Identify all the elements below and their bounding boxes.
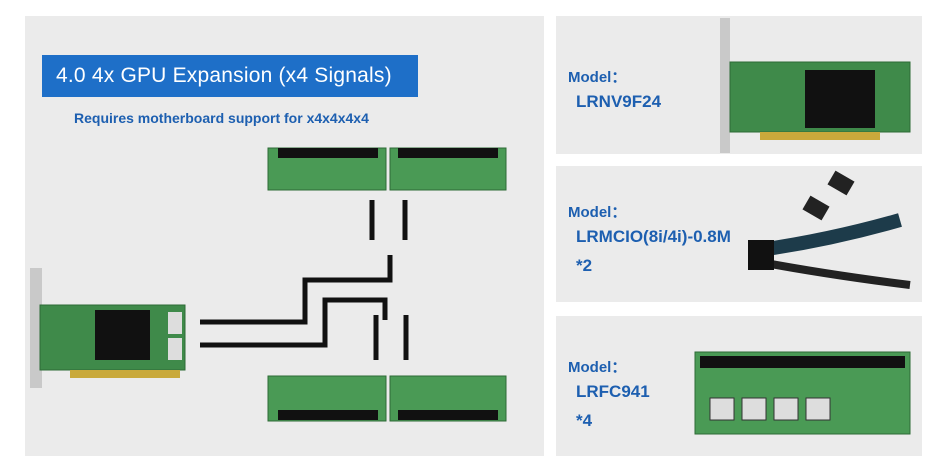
model-name: LRNV9F24 (576, 92, 662, 111)
adapter-card-image (30, 268, 186, 388)
cables-image (200, 200, 409, 360)
requirement-note: Requires motherboard support for x4x4x4x… (74, 110, 369, 126)
riser-boards-top-image (267, 147, 507, 191)
model-label: Model： (568, 359, 627, 376)
riser-boards-bottom-image (267, 375, 507, 422)
model-label: Model： (568, 69, 627, 86)
model-name: LRMCIO(8i/4i)-0.8M (576, 227, 731, 246)
model-label: Model： (568, 204, 627, 221)
section-title: 4.0 4x GPU Expansion (x4 Signals) (42, 55, 418, 97)
model-quantity: *4 (576, 411, 593, 430)
model-quantity: *2 (576, 256, 593, 275)
model-name: LRFC941 (576, 382, 650, 401)
